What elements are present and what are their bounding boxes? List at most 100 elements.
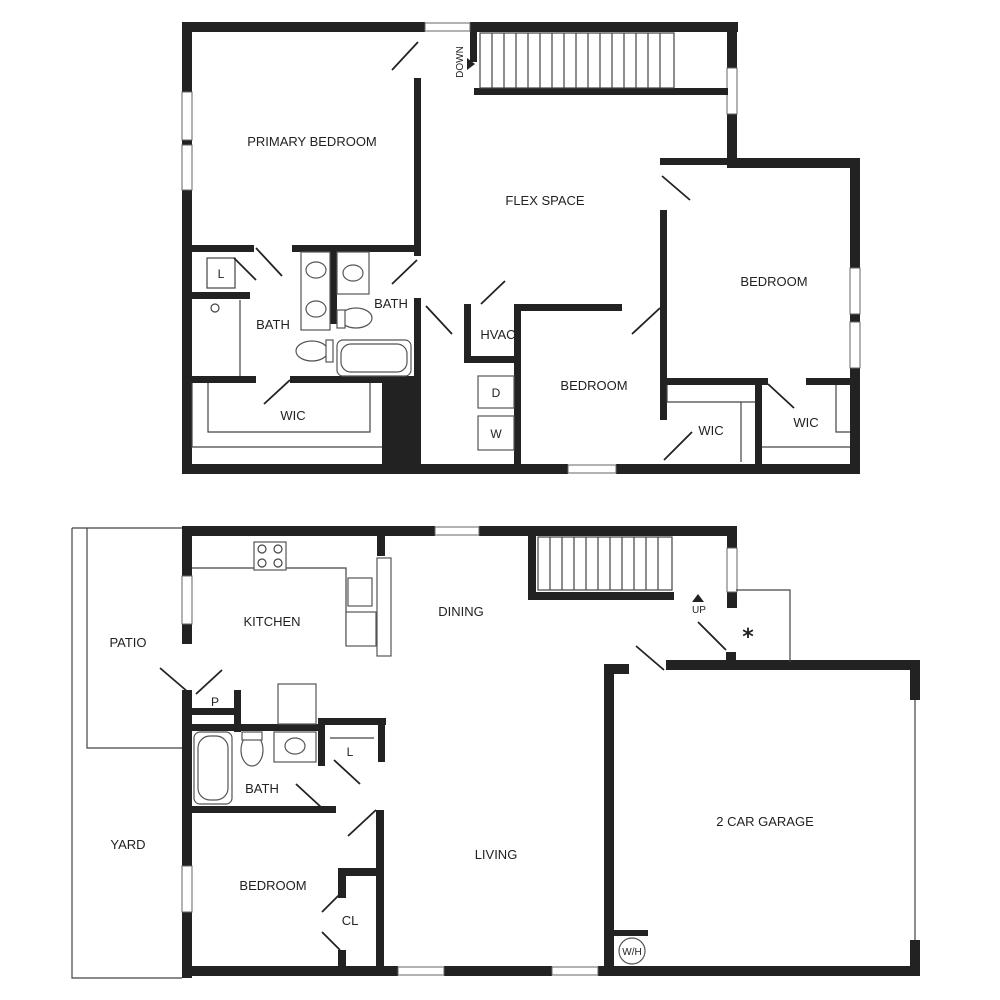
wall bbox=[330, 252, 337, 324]
room-label-bath: BATH bbox=[245, 781, 279, 796]
room-label-bedroom: BEDROOM bbox=[560, 378, 627, 393]
stairs-label-up: UP bbox=[692, 605, 706, 616]
room-label-bedroom: BEDROOM bbox=[239, 878, 306, 893]
lower-north-wall-right bbox=[479, 526, 737, 536]
entry-landing bbox=[736, 589, 791, 662]
door bbox=[767, 383, 795, 409]
room-label-linen: L bbox=[347, 745, 354, 759]
tub-basin bbox=[340, 343, 408, 373]
patio-yard-outline bbox=[71, 527, 182, 979]
room-label-bedroom: BEDROOM bbox=[740, 274, 807, 289]
wall bbox=[614, 930, 648, 936]
stair-treads bbox=[549, 537, 659, 590]
garage-west-wall bbox=[604, 664, 614, 976]
door bbox=[635, 645, 665, 671]
stairs-down bbox=[479, 32, 675, 89]
wall bbox=[727, 526, 737, 548]
sink-icon bbox=[305, 300, 327, 318]
door bbox=[255, 247, 283, 277]
kitchen-sink-icon bbox=[347, 577, 373, 607]
room-label-flex-space: FLEX SPACE bbox=[505, 193, 585, 208]
burner bbox=[257, 544, 267, 554]
room-label-wic: WIC bbox=[280, 408, 305, 423]
room-label-hvac: HVAC bbox=[480, 327, 515, 342]
dishwasher bbox=[345, 611, 377, 647]
wall bbox=[290, 376, 414, 383]
room-label-primary-bedroom: PRIMARY BEDROOM bbox=[247, 134, 377, 149]
door bbox=[391, 41, 419, 71]
lower-west-wall bbox=[182, 690, 192, 978]
window bbox=[424, 22, 471, 32]
room-label-patio: PATIO bbox=[109, 635, 146, 650]
room-label-bath: BATH bbox=[256, 317, 290, 332]
door bbox=[425, 305, 453, 335]
window bbox=[397, 966, 445, 976]
stair-wall bbox=[474, 88, 728, 95]
door bbox=[263, 379, 291, 405]
wall bbox=[464, 304, 471, 362]
water-heater-icon bbox=[618, 937, 646, 965]
cooktop-icon bbox=[253, 541, 287, 571]
lower-south-wall bbox=[182, 966, 398, 976]
primary-bedroom-east-wall bbox=[414, 78, 421, 256]
door bbox=[295, 783, 323, 809]
appliance-label-water-heater: W/H bbox=[622, 947, 641, 958]
wall bbox=[755, 378, 762, 464]
window bbox=[567, 464, 617, 474]
shower-head-icon bbox=[210, 303, 220, 313]
room-label-wic: WIC bbox=[698, 423, 723, 438]
stair-arrow-icon bbox=[692, 594, 704, 602]
room-label-pantry: P bbox=[211, 695, 219, 709]
wall bbox=[806, 378, 854, 385]
door bbox=[391, 259, 418, 285]
wall bbox=[514, 304, 521, 464]
window bbox=[726, 547, 738, 593]
chase bbox=[382, 376, 420, 466]
dryer bbox=[477, 375, 515, 409]
door bbox=[321, 893, 341, 913]
wall bbox=[338, 868, 382, 876]
door bbox=[333, 759, 361, 785]
door bbox=[347, 809, 377, 837]
lower-south-wall bbox=[444, 966, 552, 976]
door bbox=[697, 621, 727, 651]
upper-east-wall bbox=[850, 158, 860, 474]
wall bbox=[660, 158, 730, 165]
room-label-linen: L bbox=[218, 267, 225, 281]
door bbox=[195, 669, 223, 695]
wall bbox=[182, 624, 192, 644]
stair-wall bbox=[528, 592, 674, 600]
room-label-living: LIVING bbox=[475, 847, 518, 862]
wall bbox=[464, 356, 520, 363]
stair-treads bbox=[491, 33, 661, 88]
sink-icon bbox=[284, 737, 306, 755]
garage-south-wall bbox=[598, 966, 920, 976]
wall bbox=[318, 718, 386, 725]
window bbox=[181, 575, 193, 625]
appliance-label-washer: W bbox=[490, 427, 502, 441]
door bbox=[661, 175, 691, 201]
toilet-tank bbox=[336, 309, 346, 329]
upper-south-wall-right bbox=[616, 464, 860, 474]
wall bbox=[660, 378, 768, 385]
window bbox=[551, 966, 599, 976]
kitchen-island bbox=[376, 557, 392, 657]
wall bbox=[182, 806, 336, 813]
upper-north-wall-left bbox=[182, 22, 425, 32]
room-label-closet: CL bbox=[342, 913, 359, 928]
window bbox=[434, 526, 480, 536]
wall bbox=[182, 708, 240, 715]
wall bbox=[376, 810, 384, 976]
wall bbox=[726, 652, 736, 670]
washer bbox=[477, 415, 515, 451]
wall bbox=[660, 210, 667, 420]
wall bbox=[192, 292, 250, 299]
toilet-tank bbox=[325, 339, 334, 363]
garage-north-wall bbox=[666, 660, 920, 670]
refrigerator bbox=[277, 683, 317, 725]
tub-basin bbox=[197, 735, 229, 801]
door bbox=[321, 931, 341, 951]
room-label-wic: WIC bbox=[793, 415, 818, 430]
wall bbox=[292, 245, 421, 252]
upper-east-step-wall bbox=[727, 158, 860, 168]
